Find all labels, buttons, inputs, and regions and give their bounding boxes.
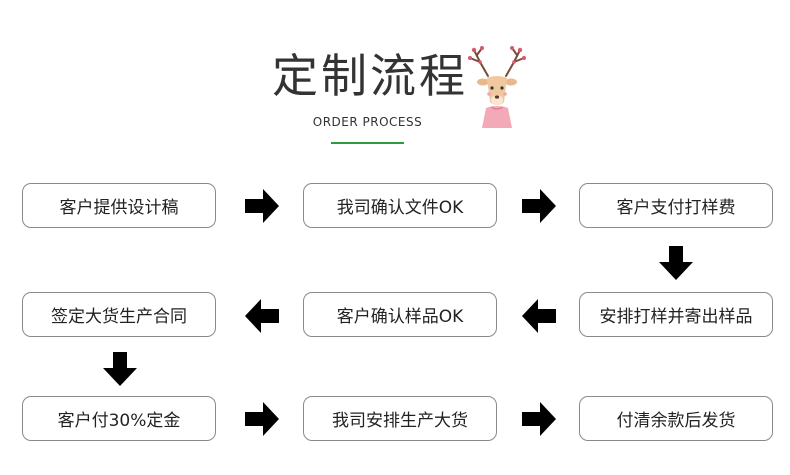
step-box: 我司确认文件OK xyxy=(303,183,497,228)
arrow-right-icon xyxy=(522,402,556,436)
title-underline xyxy=(331,142,404,144)
step-box: 客户提供设计稿 xyxy=(22,183,216,228)
arrow-left-icon xyxy=(245,299,279,333)
step-box: 安排打样并寄出样品 xyxy=(579,292,773,337)
step-box: 客户支付打样费 xyxy=(579,183,773,228)
step-box: 签定大货生产合同 xyxy=(22,292,216,337)
deer-icon xyxy=(468,46,526,128)
arrow-right-icon xyxy=(245,189,279,223)
step-box: 客户确认样品OK xyxy=(303,292,497,337)
step-box: 客户付30%定金 xyxy=(22,396,216,441)
page-title: 定制流程 xyxy=(272,49,468,103)
step-box: 付清余款后发货 xyxy=(579,396,773,441)
arrow-right-icon xyxy=(245,402,279,436)
step-box: 我司安排生产大货 xyxy=(303,396,497,441)
arrow-right-icon xyxy=(522,189,556,223)
page-subtitle: ORDER PROCESS xyxy=(312,115,423,129)
arrow-down-icon xyxy=(659,246,693,280)
arrow-left-icon xyxy=(522,299,556,333)
arrow-down-icon xyxy=(103,352,137,386)
